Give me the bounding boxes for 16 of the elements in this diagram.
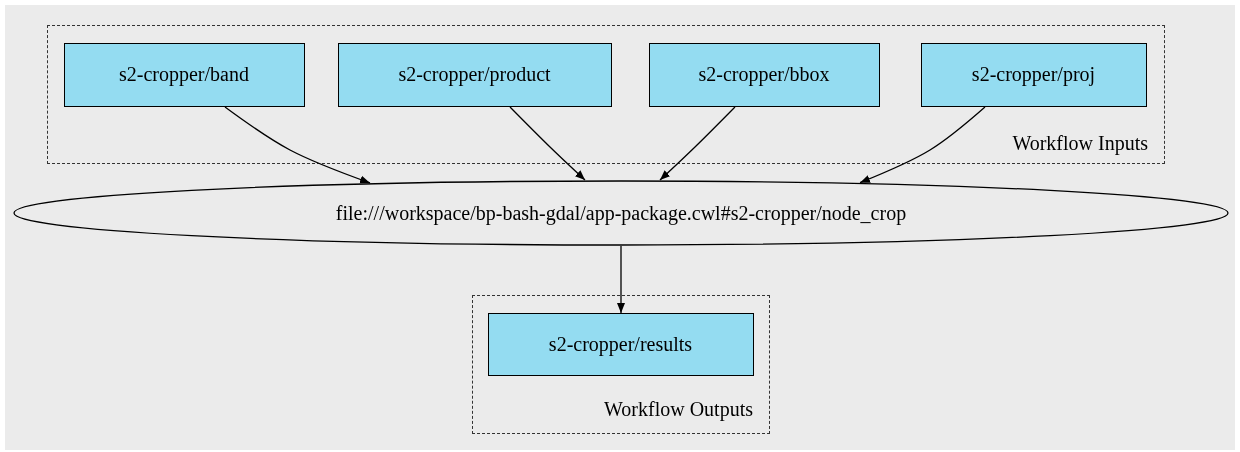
process-box: s2-cropper/bbox: [648, 42, 880, 107]
arrow: [859, 106, 986, 184]
process-box: s2-cropper/product: [337, 42, 612, 107]
cluster-frame: [472, 295, 770, 434]
process-box: s2-cropper/results: [487, 312, 754, 376]
arrow: [509, 106, 586, 181]
arrow: [659, 106, 736, 181]
arrow: [224, 106, 371, 184]
arrow: [617, 245, 625, 314]
process-ellipse: [13, 180, 1229, 246]
node-label: file:///workspace/bp-bash-gdal/app-package.cwl#s2-cropper/node_crop: [334, 201, 908, 225]
cluster-label: Workflow Outputs: [604, 398, 753, 421]
cluster-label: Workflow Inputs: [1012, 132, 1148, 155]
cluster-frame: [47, 25, 1165, 164]
process-box: s2-cropper/band: [63, 42, 305, 107]
process-box: s2-cropper/proj: [920, 42, 1147, 107]
